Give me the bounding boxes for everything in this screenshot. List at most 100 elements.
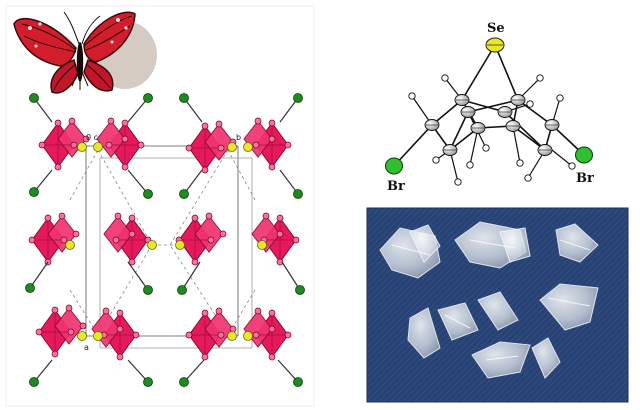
hydrogen-atom <box>568 162 576 170</box>
bond <box>504 111 546 151</box>
vertex-atom <box>70 141 78 149</box>
vertex-atom <box>82 135 90 143</box>
bromine-label-right: Br <box>576 171 594 186</box>
vertex-atom <box>284 331 292 339</box>
vertex-atom <box>79 322 87 330</box>
octahedron <box>96 120 142 168</box>
selenium-atom <box>227 142 237 152</box>
vertex-atom <box>35 328 43 336</box>
bromine-atom <box>25 283 35 293</box>
vertex-atom <box>217 331 225 339</box>
selenium-atom <box>77 142 87 152</box>
vertex-atom <box>276 230 284 238</box>
hydrogen-atom <box>466 161 474 169</box>
vertex-atom <box>201 166 209 174</box>
molecule-bonds <box>393 44 585 183</box>
hydrogen-atom <box>516 159 524 167</box>
selenium-atom <box>243 142 253 152</box>
bromine-atom <box>177 285 187 295</box>
hydrogen-atom <box>408 92 416 100</box>
vertex-atom <box>207 236 215 244</box>
butterfly-image <box>13 11 157 94</box>
octahedron <box>188 310 234 358</box>
bond <box>461 44 496 101</box>
vertex-atom <box>132 331 140 339</box>
vertex-atom <box>284 141 292 149</box>
vertex-atom <box>252 331 260 339</box>
vertex-atom <box>268 135 276 143</box>
selenium-atom <box>175 240 185 250</box>
octahedron <box>103 215 149 263</box>
vertex-atom <box>276 214 284 222</box>
bromine-atom <box>179 93 189 103</box>
selenium-atom <box>77 331 87 341</box>
cell-origin-label: 0 c <box>86 133 98 142</box>
hydrogen-atom <box>526 100 534 108</box>
crystal-shard <box>539 283 599 331</box>
bromine-atom <box>29 93 39 103</box>
crystal-shards <box>379 221 599 379</box>
vertex-atom <box>44 214 52 222</box>
atoms-layer <box>25 93 305 387</box>
vertex-atom <box>121 119 129 127</box>
hydrogen-atom <box>556 94 564 102</box>
vertex-atom <box>107 117 115 125</box>
vertex-atom <box>54 119 62 127</box>
molecule-atoms <box>385 37 593 186</box>
vertex-atom <box>72 230 80 238</box>
vertex-atom <box>137 141 145 149</box>
bromine-atom <box>29 187 39 197</box>
bromine-atom <box>385 157 403 175</box>
vertex-atom <box>121 135 129 143</box>
crystal-shard <box>471 341 531 379</box>
vertex-atom <box>252 141 260 149</box>
vertex-atom <box>68 117 76 125</box>
bond <box>494 44 519 101</box>
vertex-atom <box>60 236 68 244</box>
selenium-atom <box>147 240 157 250</box>
vertex-atom <box>116 325 124 333</box>
vertex-atom <box>201 122 209 130</box>
vertex-atom <box>268 353 276 361</box>
selenium-atom <box>65 240 75 250</box>
vertex-atom <box>292 236 300 244</box>
bond <box>449 111 469 151</box>
vertex-atom <box>51 350 59 358</box>
vertex-atom <box>38 141 46 149</box>
vertex-atom <box>51 306 59 314</box>
hydrogen-atom <box>454 178 462 186</box>
bromine-atom <box>179 189 189 199</box>
bond <box>467 99 519 113</box>
bond <box>461 99 506 113</box>
vertex-atom <box>102 307 110 315</box>
vertex-atom <box>215 307 223 315</box>
hydrogen-atom <box>524 174 532 182</box>
vertex-atom <box>128 230 136 238</box>
selenium-atom <box>93 331 103 341</box>
vertex-atom <box>205 212 213 220</box>
vertex-atom <box>185 331 193 339</box>
vertex-atom <box>54 163 62 171</box>
crystal-shard <box>407 307 441 359</box>
cell-b-axis-label: b <box>236 133 241 142</box>
octahedra-layer <box>31 120 297 358</box>
bromine-atom <box>179 377 189 387</box>
bromine-atom <box>293 189 303 199</box>
octahedron <box>31 215 77 263</box>
vertex-atom <box>217 144 225 152</box>
vertex-atom <box>191 214 199 222</box>
molecule-structure: Se Br Br <box>385 21 594 194</box>
crystal-shard <box>555 223 599 263</box>
vertex-atom <box>67 328 75 336</box>
bromine-atom <box>143 285 153 295</box>
selenium-label: Se <box>487 21 505 36</box>
selenium-atom <box>227 331 237 341</box>
vertex-atom <box>268 325 276 333</box>
packing-diagram-panel: 0 c b a <box>5 5 315 407</box>
vertex-atom <box>116 309 124 317</box>
crystal-shard <box>477 291 519 331</box>
bond <box>517 99 553 126</box>
crystal-shard <box>499 227 531 263</box>
bromine-atom <box>293 93 303 103</box>
vertex-atom <box>65 304 73 312</box>
